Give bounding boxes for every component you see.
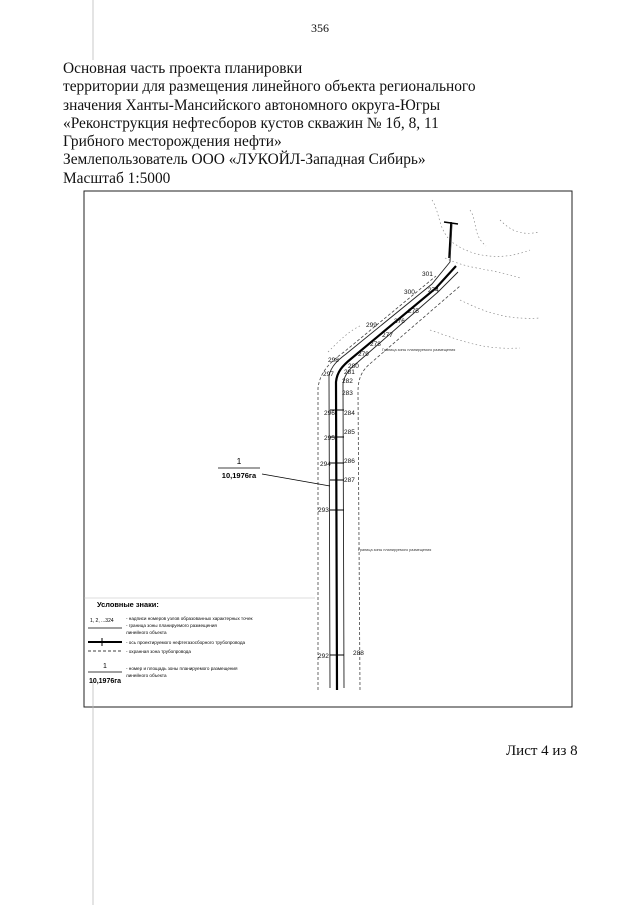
legend-text: - граница зоны планируемого размещения xyxy=(126,623,217,628)
point-label: 296 xyxy=(324,410,335,417)
pipeline-axis xyxy=(334,221,459,691)
point-label: 297 xyxy=(323,371,334,378)
point-label: 282 xyxy=(342,378,353,385)
point-label: 288 xyxy=(353,650,364,657)
point-label: 276 xyxy=(394,318,405,325)
point-label: 285 xyxy=(344,429,355,436)
point-label: 283 xyxy=(342,390,353,397)
point-label: 298 xyxy=(328,357,339,364)
scale-line: Масштаб 1:5000 xyxy=(63,169,171,187)
zone-area: 10,1976га xyxy=(222,471,257,480)
terrain-contours xyxy=(327,199,541,353)
point-label: 284 xyxy=(344,410,355,417)
point-labels: 301 300 274 275 299 276 277 298 278 279 … xyxy=(318,271,439,660)
legend-symbol-text: 1, 2, ...324 xyxy=(90,618,114,624)
point-label: 279 xyxy=(358,351,369,358)
point-label: 294 xyxy=(320,461,331,468)
map-note: Граница зоны планируемого размещения xyxy=(358,548,431,552)
point-label: 275 xyxy=(408,308,419,315)
map-note: Граница зоны планируемого размещения xyxy=(382,348,455,352)
point-label: 286 xyxy=(344,458,355,465)
header-line: «Реконструкция нефтесборов кустов скважи… xyxy=(63,114,439,132)
map-frame xyxy=(83,190,573,708)
header-line: Грибного месторождения нефти» xyxy=(63,133,282,151)
point-label: 301 xyxy=(422,271,433,278)
point-label: 293 xyxy=(318,507,329,514)
point-label: 277 xyxy=(382,332,393,339)
header-line: значения Ханты-Мансийского автономного о… xyxy=(63,96,441,114)
header-line: Основная часть проекта планировки xyxy=(63,60,303,77)
legend-zone-area: 10,1976га xyxy=(89,678,121,685)
point-label: 299 xyxy=(366,322,377,329)
legend-title: Условные знаки: xyxy=(97,600,159,609)
zone-number: 1 xyxy=(237,456,242,466)
page-number: 356 xyxy=(311,21,329,35)
header-line: территории для размещения линейного объе… xyxy=(63,78,476,96)
point-label: 295 xyxy=(324,435,335,442)
point-label: 281 xyxy=(344,369,355,376)
zone-label: 1 10,1976га xyxy=(218,456,331,487)
header-line: Землепользователь ООО «ЛУКОЙЛ-Западная С… xyxy=(63,151,426,169)
sheet-number: Лист 4 из 8 xyxy=(506,743,578,759)
legend: Условные знаки: 1, 2, ...324 - надписи н… xyxy=(84,597,315,685)
point-label: 287 xyxy=(344,477,355,484)
document-header: Основная часть проекта планировки террит… xyxy=(63,60,583,188)
legend-text: линейного объекта xyxy=(126,629,167,635)
legend-text: - номер и площадь зоны планируемого разм… xyxy=(126,666,238,671)
point-label: 300 xyxy=(404,289,415,296)
zone-leader-line xyxy=(261,473,331,487)
point-label: 292 xyxy=(318,653,329,660)
legend-text: - надписи номеров узлов образованных хар… xyxy=(126,616,254,621)
pipeline-ticks xyxy=(330,409,344,656)
legend-text: - ось проектируемого нефтегазосборного т… xyxy=(126,640,245,645)
protection-zone xyxy=(317,275,461,691)
legend-zone-number: 1 xyxy=(103,663,107,670)
point-label: 278 xyxy=(370,341,381,348)
planning-zone-boundary xyxy=(328,223,459,689)
point-label: 280 xyxy=(348,363,359,370)
point-label: 274 xyxy=(428,287,439,294)
legend-text: линейного объекта xyxy=(126,672,167,678)
legend-text: - охранная зона трубопровода xyxy=(126,649,191,654)
